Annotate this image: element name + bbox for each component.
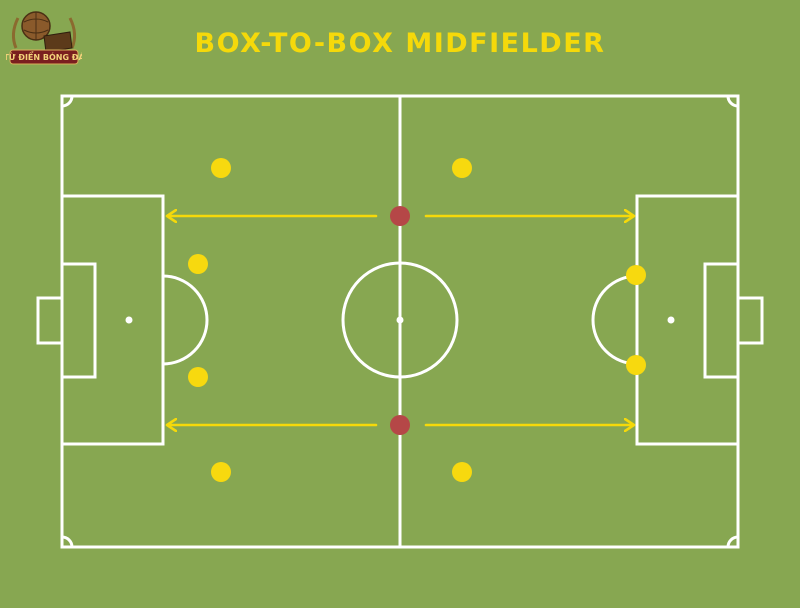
right-goal — [736, 296, 764, 345]
corner-arc-top-left — [61, 95, 74, 108]
player-marker — [188, 367, 208, 387]
logo-laurel-left — [11, 17, 20, 49]
center-circle — [341, 261, 459, 379]
player-marker — [626, 355, 646, 375]
right-penalty-arc — [591, 274, 638, 366]
left-goal — [36, 296, 64, 345]
logo-text: TỪ ĐIỂN BÓNG ĐÁ — [6, 50, 82, 62]
right-goal-area — [703, 262, 740, 379]
logo-ribbon — [9, 49, 79, 65]
right-penalty-box — [635, 194, 740, 446]
player-marker — [452, 462, 472, 482]
player-marker — [452, 158, 472, 178]
player-marker — [211, 158, 231, 178]
left-penalty-box — [60, 194, 165, 446]
logo-ball-seams — [23, 12, 49, 40]
right-penalty-spot — [667, 316, 675, 324]
logo-laurel-right — [68, 17, 77, 49]
corner-arc-top-right — [726, 95, 739, 108]
player-marker — [211, 462, 231, 482]
diagram-title: BOX-TO-BOX MIDFIELDER — [194, 28, 606, 59]
midfielder-marker-bottom — [390, 415, 410, 435]
corner-arc-bottom-right — [726, 535, 739, 548]
midfielder-marker-top — [390, 206, 410, 226]
logo-book-icon — [43, 31, 73, 53]
corner-arc-bottom-left — [61, 535, 74, 548]
player-marker — [626, 265, 646, 285]
left-goal-area — [60, 262, 97, 379]
logo: TỪ ĐIỂN BÓNG ĐÁ — [6, 11, 82, 65]
player-marker — [188, 254, 208, 274]
center-spot — [396, 316, 404, 324]
left-penalty-arc — [162, 274, 209, 366]
left-penalty-spot — [125, 316, 133, 324]
